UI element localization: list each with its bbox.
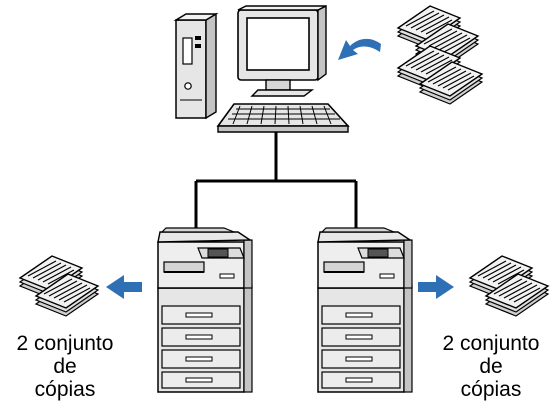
keyboard-icon xyxy=(216,103,350,133)
output-document-stack-icon xyxy=(20,256,98,316)
arrow-icon xyxy=(106,275,142,299)
pc-tower-icon xyxy=(173,12,219,120)
source-document-stack-icon xyxy=(398,6,482,104)
printer-icon xyxy=(317,227,413,393)
arrow-icon xyxy=(338,38,381,60)
caption-line: de xyxy=(53,355,77,378)
monitor-icon xyxy=(237,4,327,97)
caption-line: cópias xyxy=(34,378,96,401)
caption-line: cópias xyxy=(460,378,522,401)
network-connection-lines xyxy=(194,130,358,230)
output-document-stack-icon xyxy=(470,256,548,316)
caption-line: de xyxy=(479,355,503,378)
caption-line: 2 conjunto xyxy=(16,332,114,355)
printer-icon xyxy=(157,227,253,393)
caption-left-copies: 2 conjunto de cópias xyxy=(0,332,130,401)
arrow-icon xyxy=(418,275,454,299)
computer-group xyxy=(173,4,350,133)
caption-right-copies: 2 conjunto de cópias xyxy=(426,332,556,401)
caption-line: 2 conjunto xyxy=(442,332,540,355)
